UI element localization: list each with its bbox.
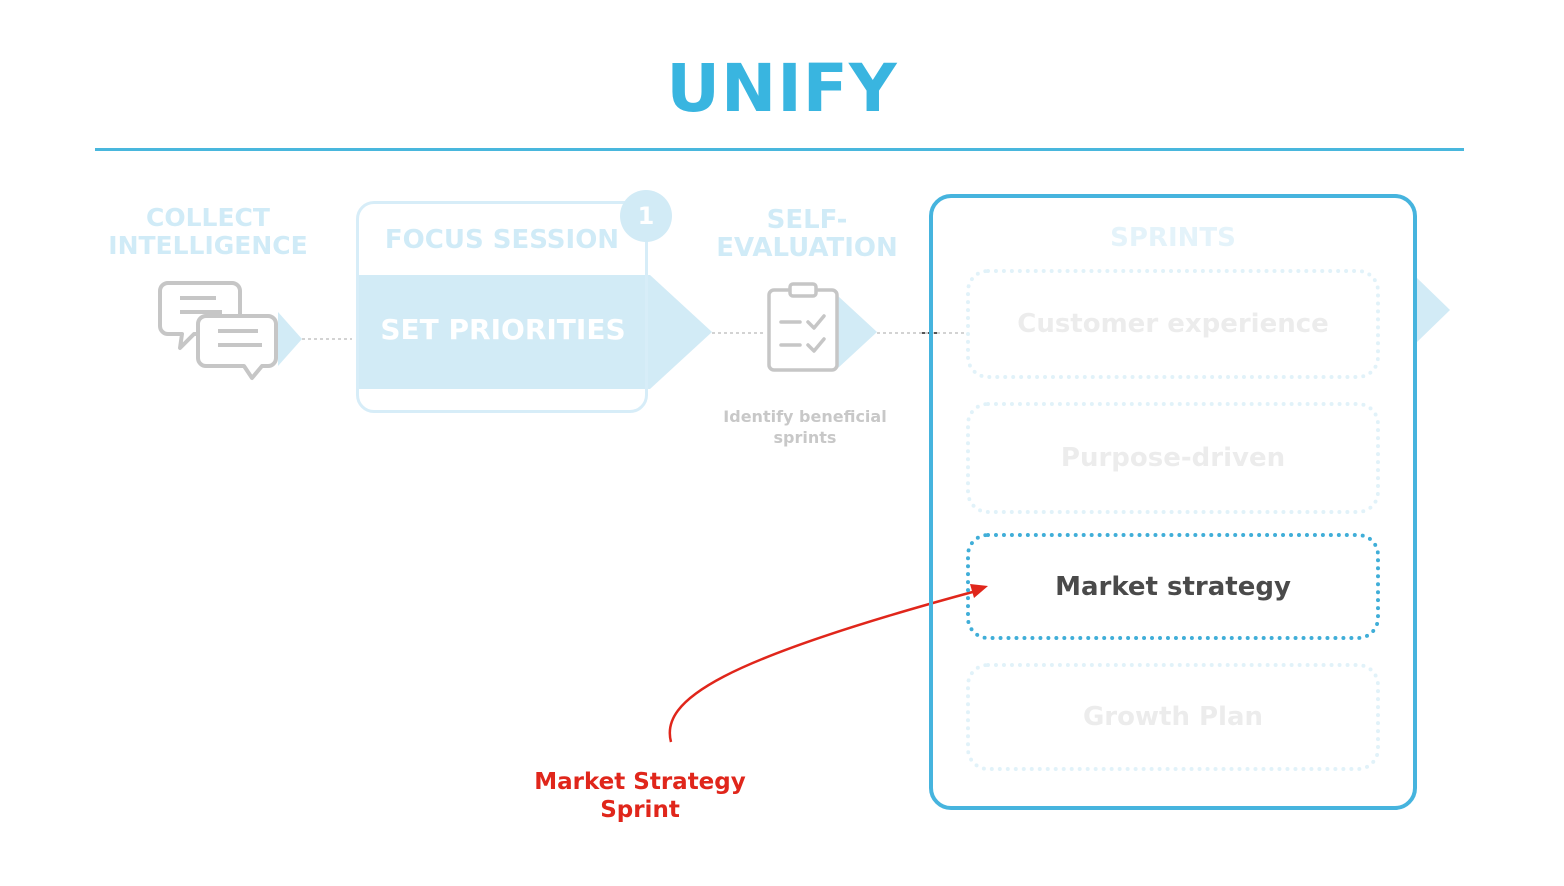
chevron-sprints <box>1417 278 1450 342</box>
self-eval-caption: Identify beneficial sprints <box>700 406 910 448</box>
self-eval-caption-line2: sprints <box>773 428 837 447</box>
page-title: UNIFY <box>666 50 898 127</box>
self-eval-caption-line1: Identify beneficial <box>723 407 887 426</box>
step-self-eval-label: SELF- EVALUATION <box>707 206 907 262</box>
clipboard-check-icon <box>767 282 839 372</box>
step-collect-label: COLLECT INTELLIGENCE <box>108 204 308 260</box>
sprint-purpose-driven[interactable]: Purpose-driven <box>966 402 1380 514</box>
sprints-label: SPRINTS <box>1110 223 1236 253</box>
sprint-label: Purpose-driven <box>1060 443 1286 473</box>
focus-session-label: FOCUS SESSION <box>384 225 620 255</box>
set-priorities-band <box>356 275 650 389</box>
sprint-growth-plan[interactable]: Growth Plan <box>966 663 1380 771</box>
sprint-label: Customer experience <box>1017 309 1329 339</box>
step-self-eval-line1: SELF- <box>766 205 848 235</box>
step-number-badge: 1 <box>620 190 672 242</box>
step-collect-line1: COLLECT <box>146 203 270 232</box>
set-priorities-label: SET PRIORITIES <box>380 313 626 346</box>
sprint-label: Growth Plan <box>1082 702 1264 732</box>
chevron-focus <box>650 275 712 389</box>
sprint-market-strategy[interactable]: Market strategy <box>966 533 1380 640</box>
market-strategy-callout: Market Strategy Sprint <box>520 768 760 824</box>
callout-line2: Sprint <box>600 797 680 823</box>
focus-session-frame <box>356 201 648 413</box>
sprints-frame <box>929 194 1417 810</box>
callout-arrow-curve <box>668 588 981 743</box>
callout-line1: Market Strategy <box>534 769 746 795</box>
step-collect-line2: INTELLIGENCE <box>108 231 308 260</box>
sprint-label: Market strategy <box>1055 571 1291 602</box>
sprint-customer-experience[interactable]: Customer experience <box>966 269 1380 379</box>
step-self-eval-line2: EVALUATION <box>716 233 898 263</box>
title-divider <box>95 148 1464 151</box>
chevron-collect <box>278 312 302 366</box>
callout-arrowhead <box>970 584 988 598</box>
chevron-self-eval <box>838 296 877 368</box>
chat-bubbles-icon <box>158 281 278 380</box>
